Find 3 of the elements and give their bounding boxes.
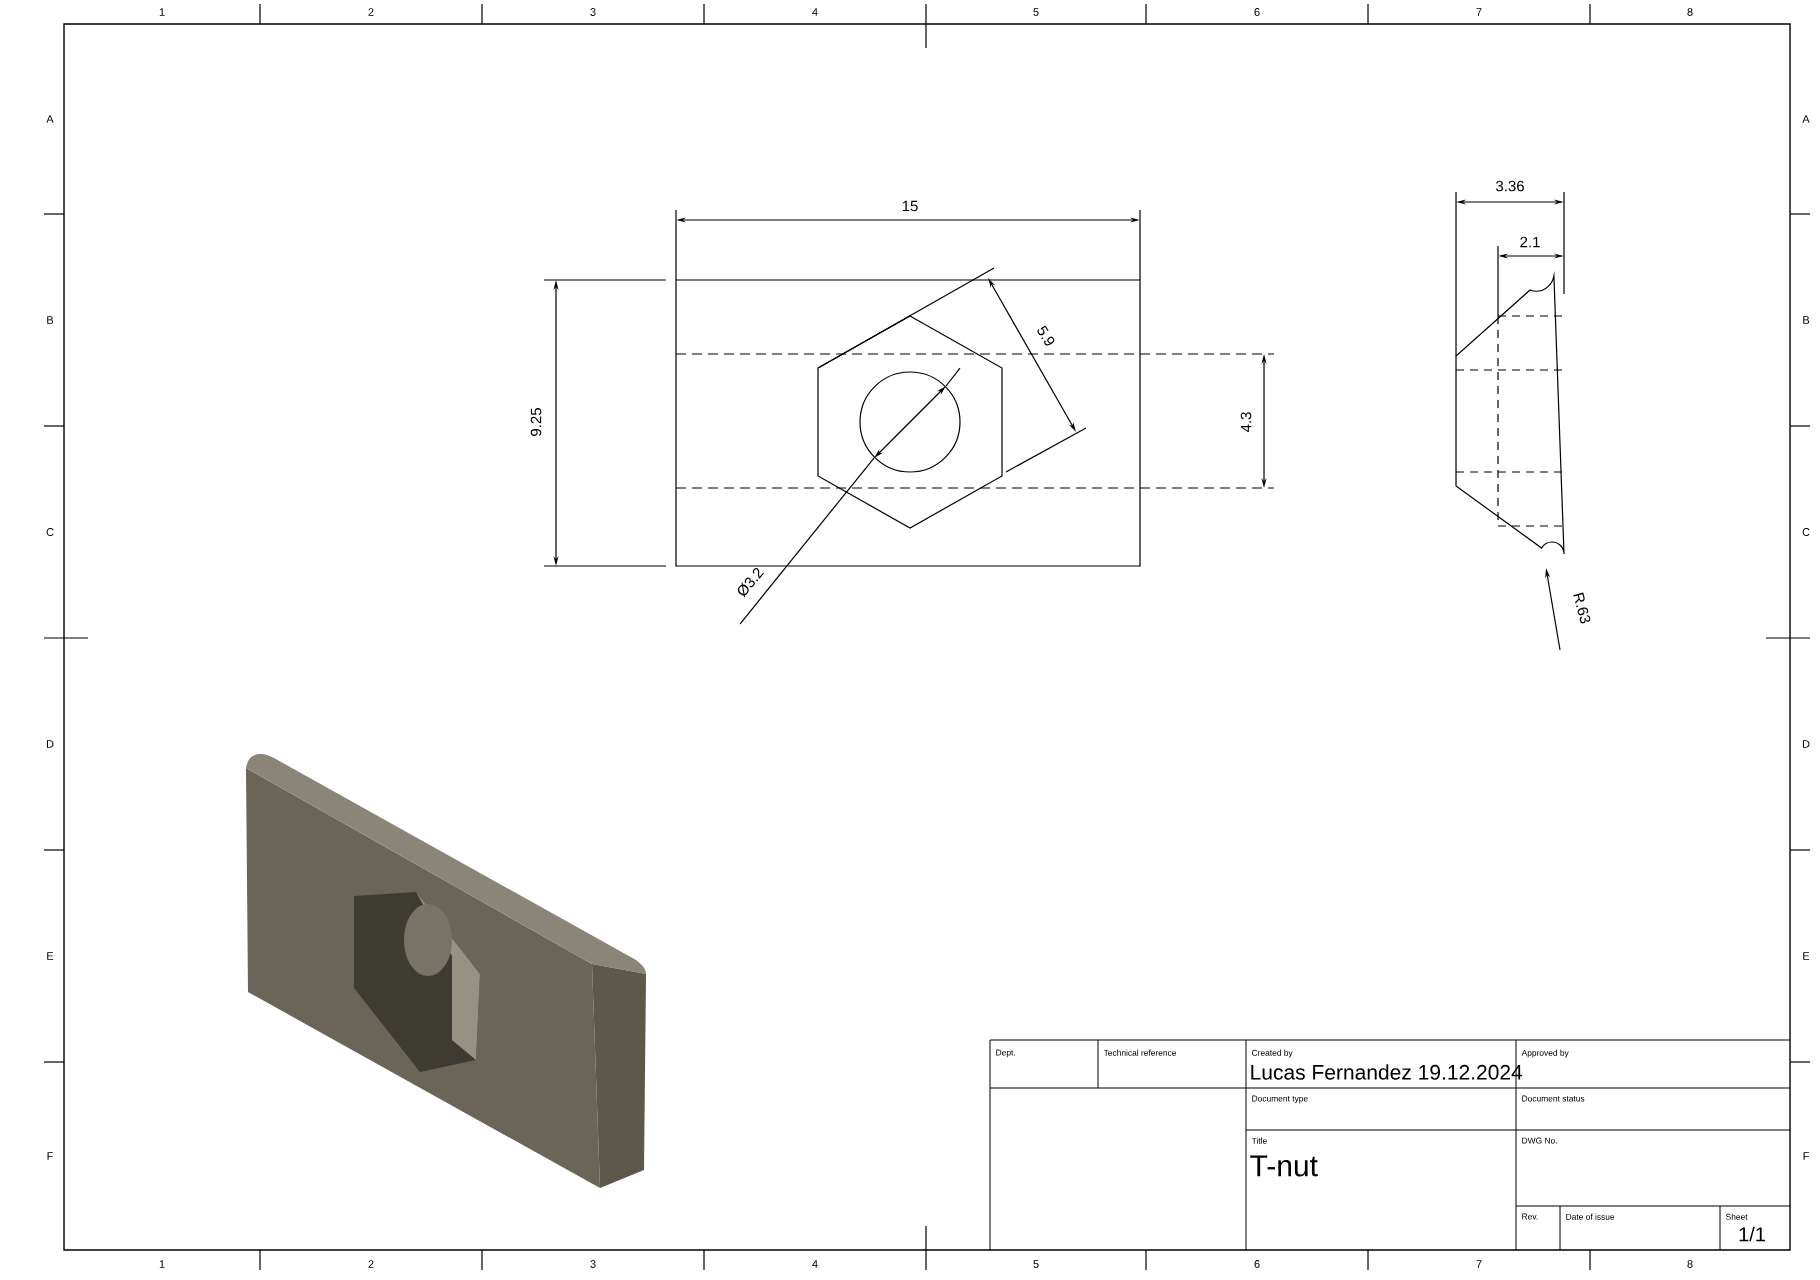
title-block-value: Lucas Fernandez 19.12.2024 — [1251, 1064, 1523, 1080]
title-block-value: 1/1 — [1739, 1226, 1765, 1242]
title-block-value: T-nut — [1250, 1155, 1318, 1177]
